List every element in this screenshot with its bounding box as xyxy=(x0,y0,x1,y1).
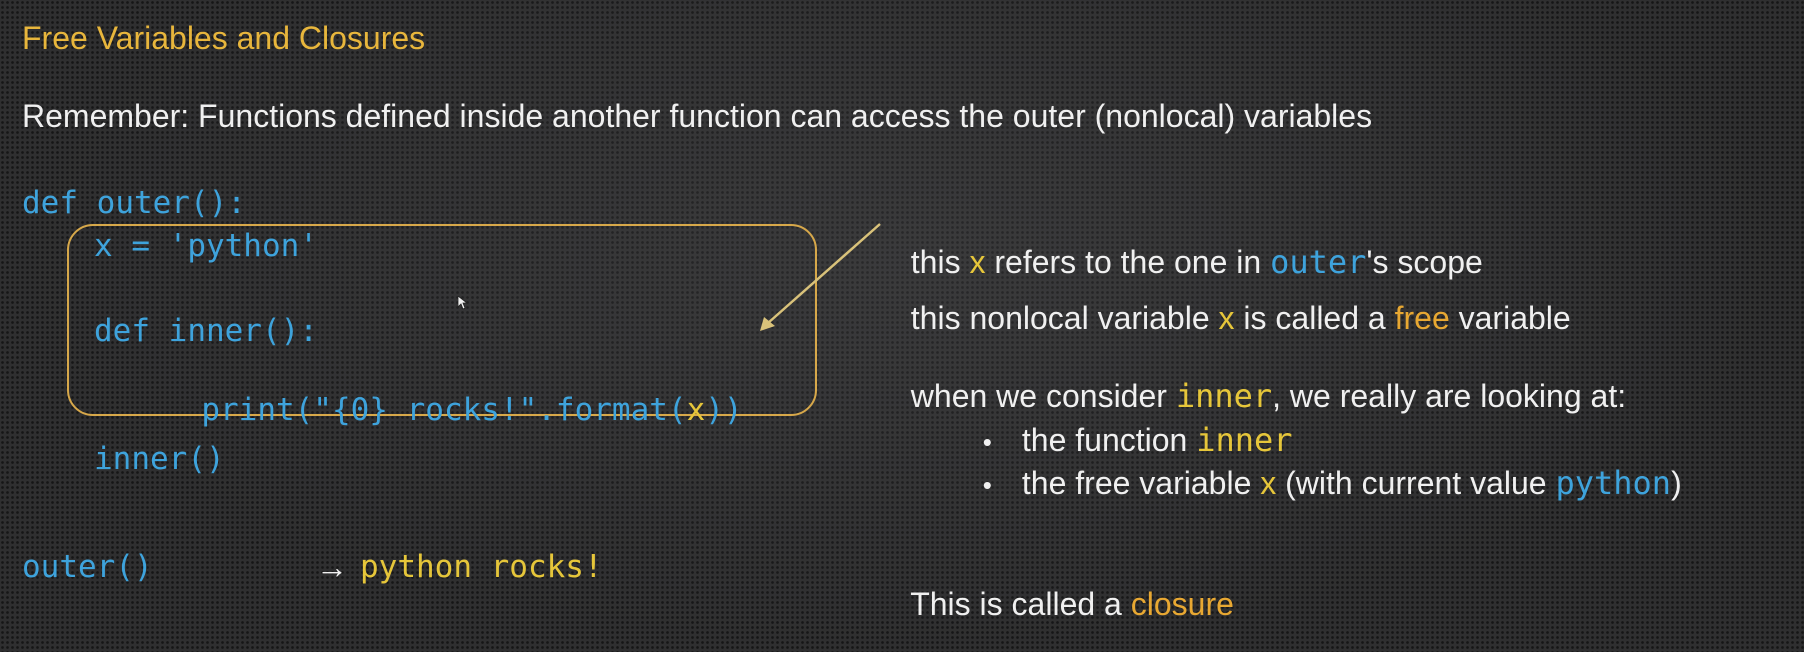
code-print-pre: print("{0} rocks!".format( xyxy=(201,392,687,428)
bullet-free-x: x xyxy=(1260,465,1277,501)
output-arrow-icon: → xyxy=(316,549,348,585)
code-call-outer: outer() xyxy=(22,549,153,585)
note-consider-inner-word: inner xyxy=(1175,377,1273,415)
note-consider-pre: when we consider xyxy=(910,378,1176,414)
code-def-inner: def inner(): xyxy=(94,313,318,349)
note-refers-mid: refers to the one in xyxy=(985,244,1271,280)
bullet-free-post: ) xyxy=(1671,465,1682,501)
note-free-word: free xyxy=(1394,300,1450,336)
bullet-dot-icon: • xyxy=(982,427,992,457)
code-x-assign: x = 'python' xyxy=(94,228,318,264)
remember-text: Remember: Functions defined inside anoth… xyxy=(22,98,1373,134)
note-free-x: x xyxy=(1218,300,1235,336)
mouse-pointer-icon xyxy=(458,296,468,310)
code-print-post: )) xyxy=(705,392,743,428)
note-free-mid: is called a xyxy=(1234,300,1395,336)
note-closure-pre: This is called a xyxy=(910,586,1131,622)
bullet-free-variable: • the free variable x (with current value… xyxy=(965,427,1682,502)
note-refers: this x refers to the one in outer's scop… xyxy=(893,206,1483,281)
code-def-outer: def outer(): xyxy=(22,185,246,221)
code-call-inner: inner() xyxy=(94,441,225,477)
note-refers-outer: outer xyxy=(1270,243,1367,281)
code-print-line: print("{0} rocks!".format(x)) xyxy=(164,356,743,428)
output-text: python rocks! xyxy=(360,549,603,585)
bullet-free-mid: (with current value xyxy=(1276,465,1556,501)
bullet-dot-icon: • xyxy=(982,470,992,500)
bullet-function-pre: the function xyxy=(1021,422,1197,458)
code-print-x: x xyxy=(686,392,706,428)
note-refers-pre: this xyxy=(910,244,970,280)
note-closure: This is called a closure xyxy=(893,549,1234,623)
note-free-post: variable xyxy=(1449,300,1571,336)
bullet-function-inner-word: inner xyxy=(1196,421,1293,459)
note-refers-post: 's scope xyxy=(1366,244,1483,280)
note-refers-x: x xyxy=(969,244,986,280)
note-consider-inner: when we consider inner, we really are lo… xyxy=(893,340,1626,415)
note-free-variable: this nonlocal variable x is called a fre… xyxy=(893,263,1571,337)
slide-title: Free Variables and Closures xyxy=(22,20,426,56)
bullet-function-inner: • the function inner xyxy=(965,384,1293,459)
note-consider-post: , we really are looking at: xyxy=(1272,378,1627,414)
bullet-free-pre: the free variable xyxy=(1021,465,1261,501)
note-free-pre: this nonlocal variable xyxy=(910,300,1219,336)
bullet-free-python: python xyxy=(1555,464,1672,502)
note-closure-word: closure xyxy=(1130,586,1234,622)
